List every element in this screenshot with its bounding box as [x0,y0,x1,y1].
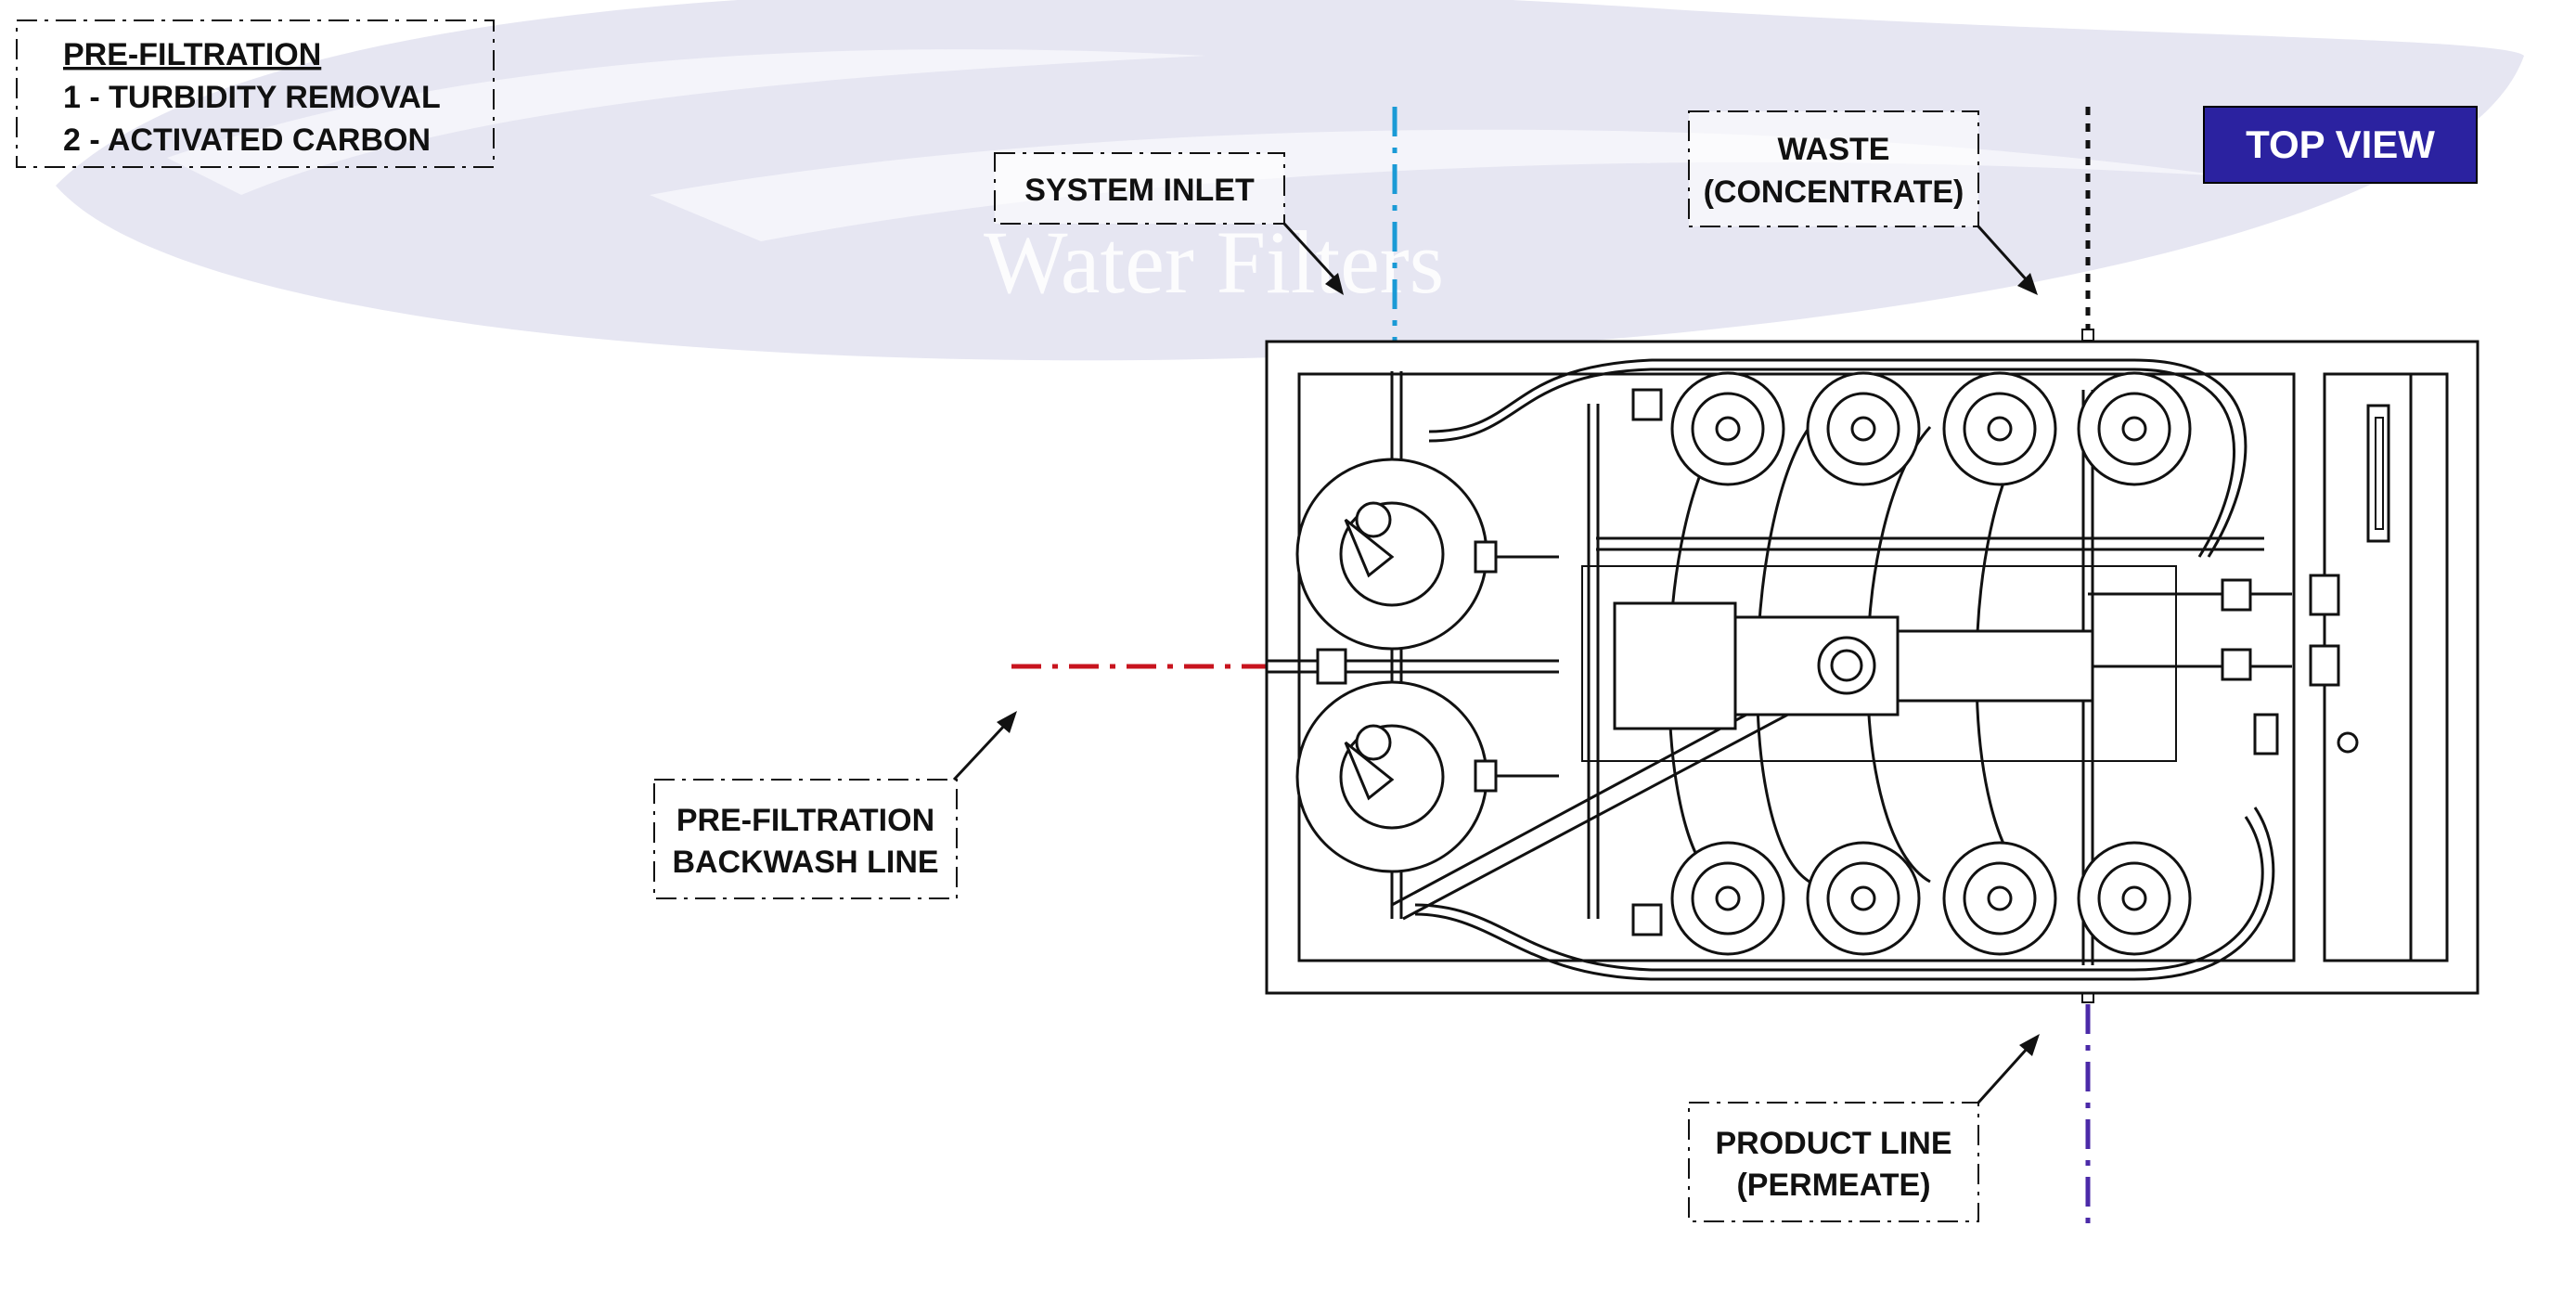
legend-item-turbidity: 1 - TURBIDITY REMOVAL [63,80,441,115]
backwash-label-line1: PRE-FILTRATION [676,803,934,838]
top-view-label: TOP VIEW [2246,123,2435,166]
membrane-rack [1581,565,2177,762]
valve-icon [1474,540,1498,574]
pipe-bottom-loop-inner [1414,807,2275,981]
pipe-bottom-loop [1414,816,2264,972]
legend-box [16,19,495,168]
backwash-callout: PRE-FILTRATION BACKWASH LINE [653,711,1017,899]
cartridge-filter-icon [1295,458,1488,651]
membrane-housing-icon [1670,371,1785,486]
backwash-leader [952,722,1008,781]
valve-icon [1631,388,1663,421]
membrane-housing-icon [1670,841,1785,956]
backwash-label-line2: BACKWASH LINE [672,845,938,880]
valve-icon [2221,648,2252,681]
valve-icon [1316,648,1347,685]
pre-filter-housings [1295,458,1488,873]
side-panel-gauge-inner [2375,417,2384,530]
pump-icon [1613,601,2094,730]
waste-label-line1: WASTE [1778,132,1890,167]
backwash-box [653,779,958,899]
system-inlet-box [994,152,1285,225]
pre-filtration-legend: PRE-FILTRATION 1 - TURBIDITY REMOVAL 2 -… [16,19,495,168]
product-label-line1: PRODUCT LINE [1716,1126,1952,1161]
product-callout: PRODUCT LINE (PERMEATE) [1688,1034,2040,1222]
waste-leader [1977,225,2030,284]
arrow-icon [2019,1034,2040,1056]
top-view-badge: TOP VIEW [2203,106,2478,184]
inner-rack [1297,372,2296,962]
fittings [1316,388,2359,936]
watermark-text: Water Filters [984,213,1444,312]
pipe-top-loop [1428,358,2248,558]
valve-icon [2309,644,2340,687]
waste-port [2081,329,2094,342]
valve-icon [2221,578,2252,612]
membrane-housing-icon [1942,841,2057,956]
legend-title: PRE-FILTRATION [63,37,321,72]
valve-icon [1474,759,1498,793]
system-inlet-callout: SYSTEM INLET [994,152,1344,295]
cartridge-filter-icon [1295,680,1488,873]
system-inlet-label: SYSTEM INLET [1024,173,1255,208]
waste-callout: WASTE (CONCENTRATE) [1688,110,2038,295]
valve-icon [1631,903,1663,936]
product-label-line2: (PERMEATE) [1736,1168,1930,1203]
membrane-housing-icon [2077,841,2192,956]
membrane-row-top [1670,371,2192,486]
membrane-housing-icon [1942,371,2057,486]
valve-icon [2337,731,2359,754]
membrane-housing-icon [1806,371,1921,486]
system-inlet-leader [1282,222,1338,282]
product-box [1688,1102,1979,1222]
legend-item-carbon: 2 - ACTIVATED CARBON [63,123,431,158]
membrane-housing-icon [1806,841,1921,956]
valve-icon [2309,574,2340,616]
arrow-icon [1325,273,1344,295]
arrow-icon [997,711,1017,733]
waste-label-line2: (CONCENTRATE) [1704,174,1964,210]
membrane-row-bottom [1670,841,2192,956]
waste-box [1688,110,1979,227]
arrow-icon [2017,273,2038,295]
valve-icon [2253,713,2279,755]
pipe-top-loop-inner [1428,368,2235,558]
watermark: Water Filters [56,0,2524,361]
side-panel-gauge [2366,404,2390,543]
product-leader [1977,1045,2030,1104]
watermark-swoosh-light-2 [167,49,1206,195]
top-view-badge-box [2203,106,2478,184]
membrane-housing-icon [2077,371,2192,486]
